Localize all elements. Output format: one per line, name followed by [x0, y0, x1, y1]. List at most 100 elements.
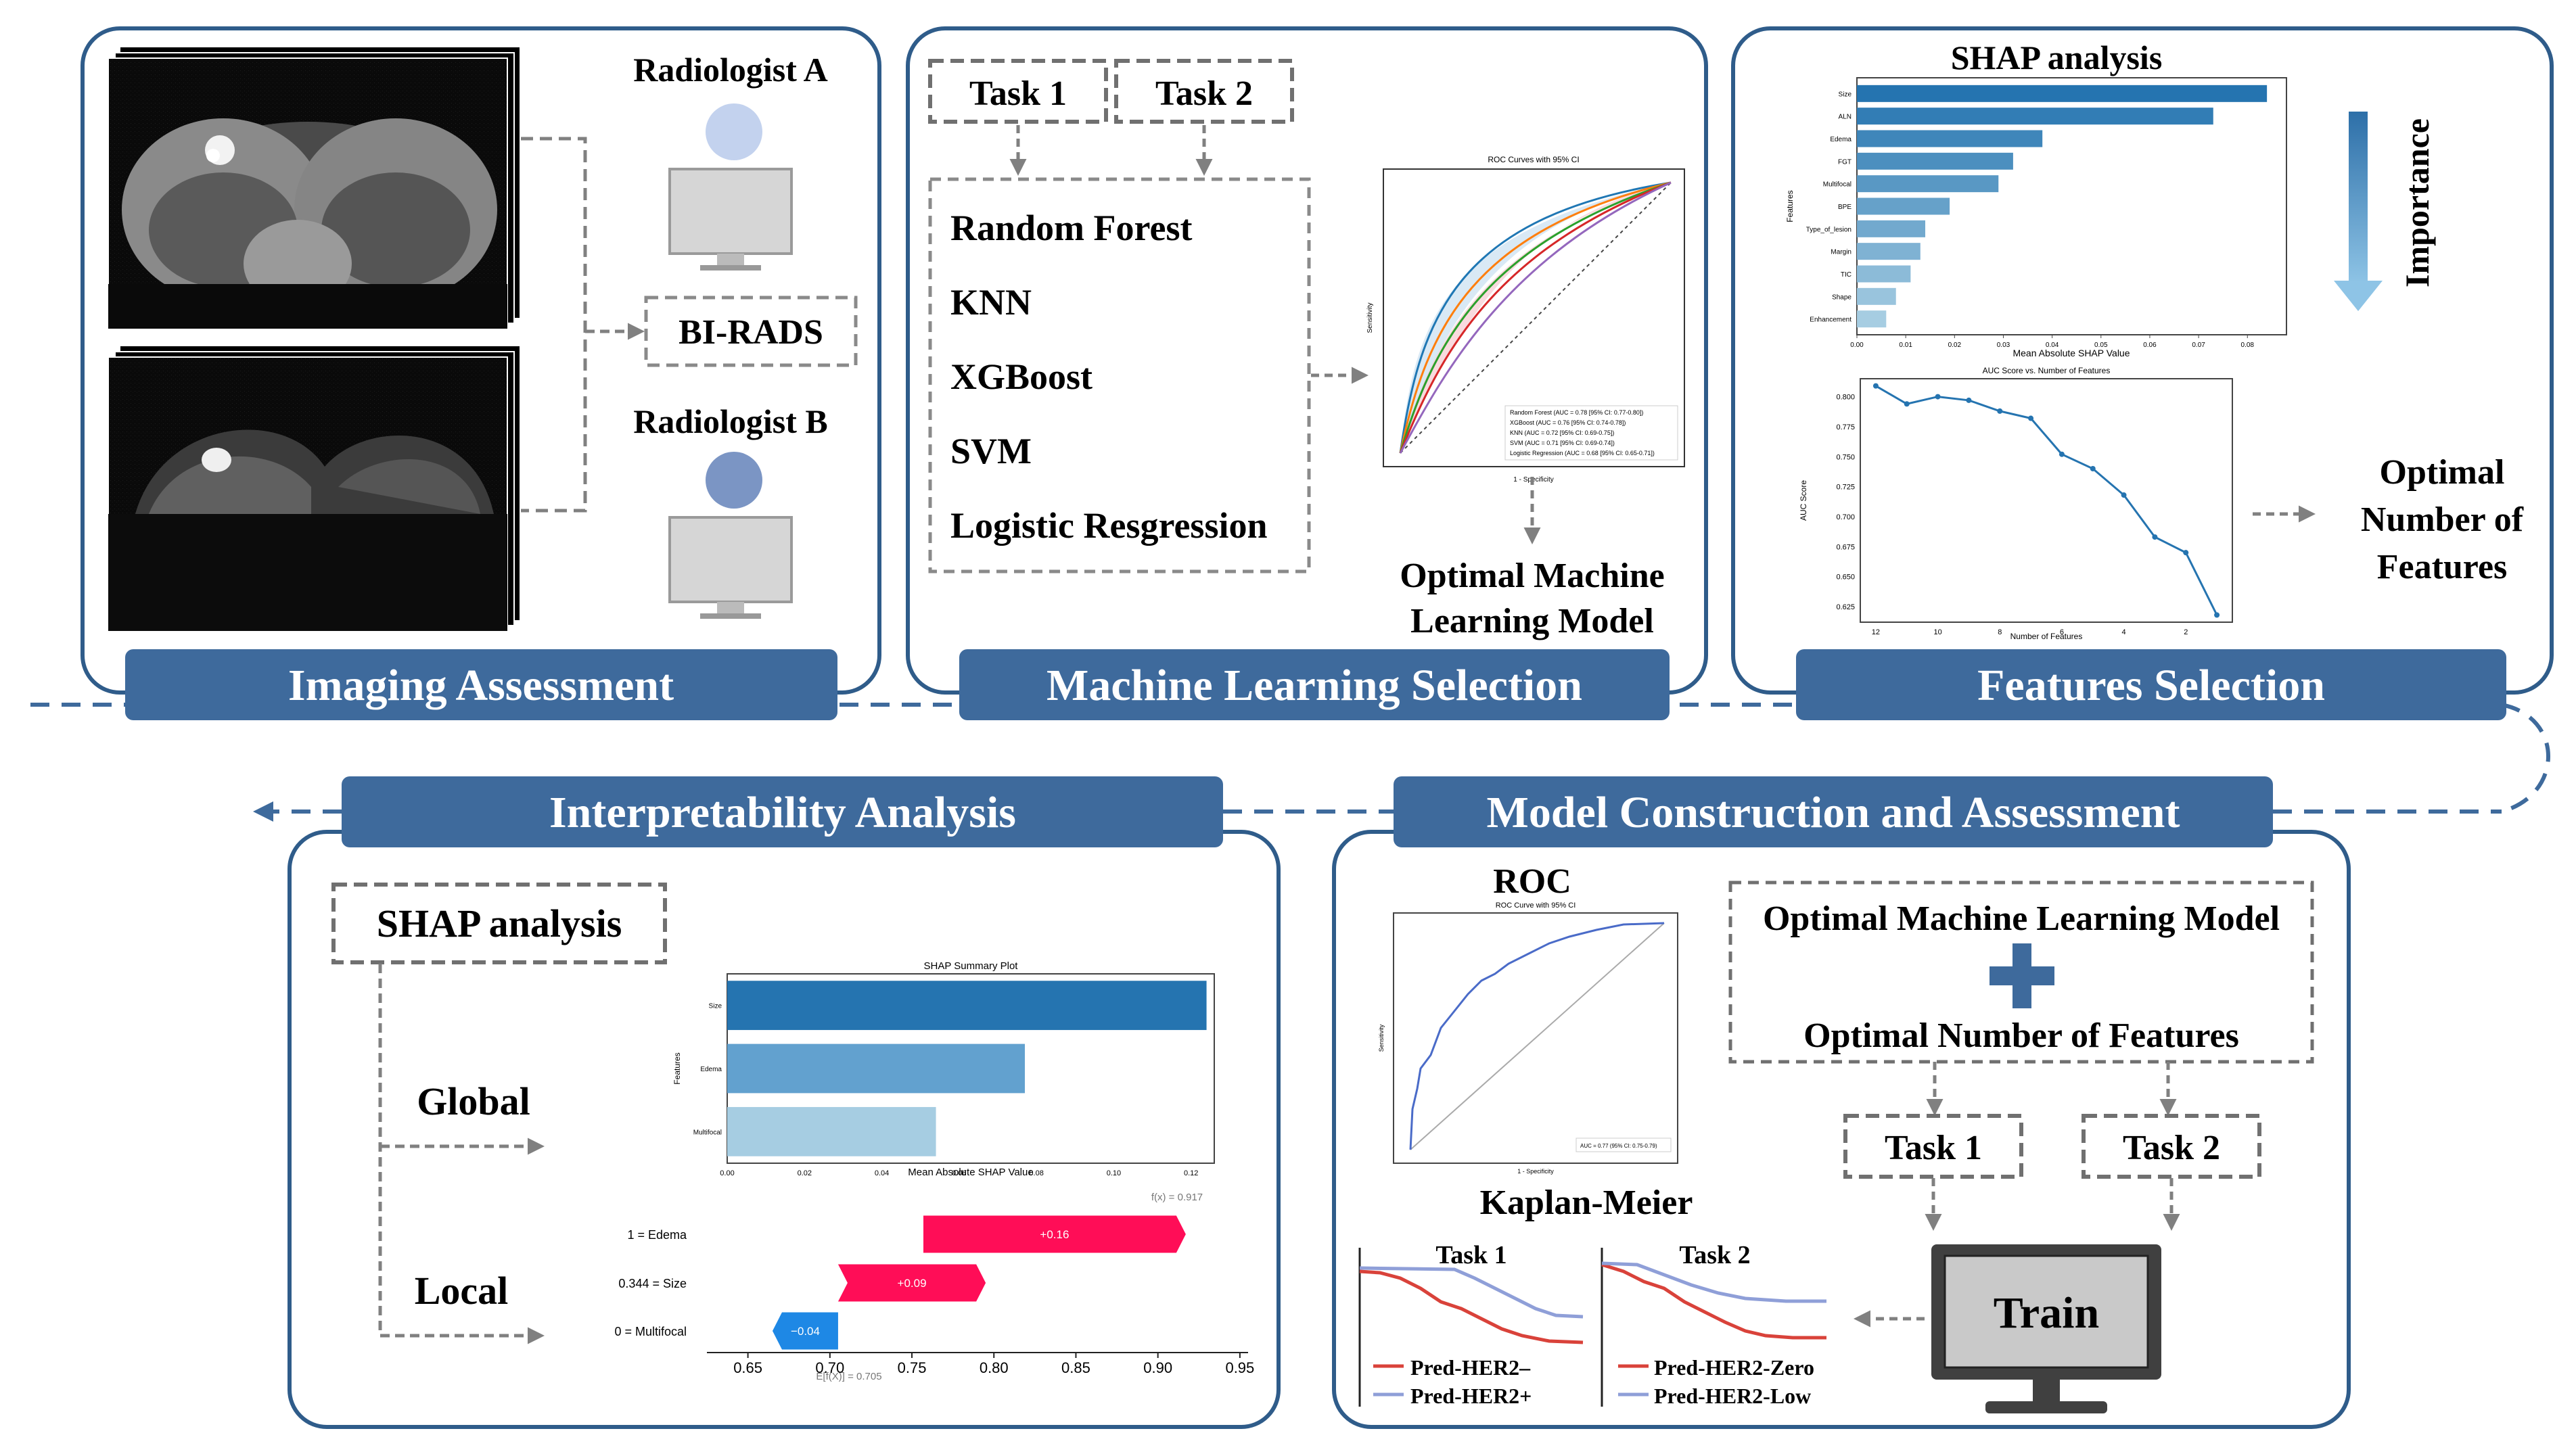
waterfall-bar-0: [923, 1215, 1186, 1253]
panel-title-features-selection: Features Selection: [1977, 661, 2325, 710]
summary-tick-2: Multifocal: [693, 1129, 722, 1136]
optimal-features-line1: Optimal: [2380, 453, 2505, 492]
task1-box: [928, 59, 1108, 124]
roc-single-xlabel: 1 - Specificity: [1517, 1168, 1554, 1175]
auc-point-8: [2121, 492, 2127, 498]
waterfall-value-1: +0.09: [898, 1277, 927, 1290]
shap-tick-8: TIC: [1841, 271, 1852, 279]
summary-xtick-2: 0.04: [875, 1169, 889, 1177]
waterfall-xtick-1: 0.70: [815, 1359, 844, 1376]
shap-tick-10: Enhancement: [1810, 316, 1852, 324]
roc-single-legend: AUC = 0.77 (95% CI: 0.75-0.79): [1580, 1143, 1657, 1149]
train-task2-label: Task 2: [2123, 1129, 2220, 1167]
waterfall-xtick-3: 0.80: [980, 1359, 1009, 1376]
roc-legend-3: SVM (AUC = 0.71 [95% CI: 0.69-0.74]): [1510, 440, 1615, 446]
summary-bar-0: [727, 981, 1207, 1031]
shap-bar-3: [1857, 152, 2013, 170]
km-task2-chart: Task 2 Pred-HER2-Zero Pred-HER2-Low: [1601, 1241, 1826, 1408]
shap-bar-8: [1857, 265, 1911, 283]
waterfall-xtick-2: 0.75: [898, 1359, 927, 1376]
shap-bar-5: [1857, 197, 1950, 215]
km-label: Kaplan-Meier: [1480, 1183, 1693, 1222]
auc-ytick-2: 0.675: [1836, 543, 1855, 551]
waterfall-xtick-6: 0.95: [1225, 1359, 1254, 1376]
waterfall-bar-2: [772, 1312, 838, 1350]
auc-ytick-7: 0.800: [1836, 394, 1855, 402]
waterfall-bar-1: [837, 1264, 986, 1302]
summary-bar-1: [727, 1043, 1025, 1094]
optimal-model-line1: Optimal Machine: [1400, 557, 1664, 595]
shap-tick-3: FGT: [1838, 158, 1852, 166]
task2-label: Task 2: [1155, 74, 1253, 113]
shap-tick-9: Shape: [1832, 294, 1852, 301]
summary-tick-0: Size: [709, 1003, 722, 1010]
train-task1-box: [1843, 1114, 2023, 1179]
waterfall-feature-2: 0 = Multifocal: [614, 1325, 687, 1338]
shap-importance-ylabel: Features: [1785, 190, 1795, 222]
summary-xtick-0: 0.00: [720, 1169, 734, 1177]
shap-xtick-5: 0.05: [2094, 342, 2108, 349]
auc-point-6: [2058, 451, 2065, 457]
waterfall-feature-0: 1 = Edema: [627, 1228, 687, 1242]
importance-label: Importance: [2398, 118, 2436, 287]
summary-bar-2: [727, 1106, 936, 1156]
shap-tick-7: Margin: [1831, 249, 1852, 256]
roc-single-title: ROC Curve with 95% CI: [1496, 901, 1576, 910]
summary-xtick-6: 0.12: [1184, 1169, 1198, 1177]
km-task2-legend-blue: Pred-HER2-Low: [1654, 1384, 1811, 1408]
auc-chart-xlabel: Number of Features: [2010, 632, 2083, 641]
shap-analysis-box: [331, 883, 667, 964]
waterfall-value-0: +0.16: [1040, 1228, 1069, 1241]
roc-multi-title: ROC Curves with 95% CI: [1488, 155, 1579, 164]
shap-tick-6: Type_of_lesion: [1806, 226, 1852, 233]
mri-image-bottom: [108, 346, 520, 632]
shap-tick-4: Multifocal: [1823, 181, 1852, 189]
auc-point-11: [2214, 612, 2220, 618]
panel-title-imaging: Imaging Assessment: [288, 661, 674, 710]
shap-tick-5: BPE: [1838, 204, 1852, 211]
shap-tick-0: Size: [1839, 91, 1852, 98]
summary-ylabel: Features: [672, 1052, 682, 1084]
radiologist-a-icon: [668, 103, 793, 271]
fx-label: f(x) = 0.917: [1151, 1192, 1203, 1203]
banner-ml-selection: [959, 649, 1670, 720]
features-shap-title: SHAP analysis: [1951, 39, 2163, 76]
auc-point-9: [2152, 534, 2158, 540]
model-logistic-regression: Logistic Resgression: [950, 505, 1268, 546]
waterfall-xtick-5: 0.90: [1143, 1359, 1172, 1376]
models-box: [928, 177, 1311, 573]
auc-ytick-1: 0.650: [1836, 573, 1855, 582]
auc-line: [1875, 385, 2218, 616]
train-task2-box: [2082, 1114, 2261, 1179]
auc-chart-title: AUC Score vs. Number of Features: [1983, 366, 2111, 375]
birads-box: [644, 296, 858, 367]
km-task1-legend-red: Pred-HER2–: [1410, 1355, 1531, 1380]
optimal-features-line2: Number of: [2361, 500, 2524, 539]
auc-vs-features-chart: AUC Score vs. Number of Features Number …: [1799, 366, 2233, 641]
roc-single-chart: ROC Curve with 95% CI AUC = 0.77 (95% CI…: [1378, 901, 1678, 1175]
panel-model-construction: Model Construction and Assessment ROC RO…: [1332, 776, 2351, 1429]
banner-features-selection: [1796, 649, 2506, 720]
roc-single-ylabel: Sensitivity: [1378, 1024, 1385, 1052]
shap-bar-4: [1857, 175, 1999, 193]
auc-xtick-3: 6: [2060, 628, 2064, 636]
shap-xtick-6: 0.06: [2143, 342, 2157, 349]
radiologist-b-label: Radiologist B: [633, 402, 828, 440]
panel-title-model-construction: Model Construction and Assessment: [1487, 788, 2180, 837]
plus-icon: [1990, 943, 2054, 1008]
shap-bar-0: [1857, 85, 2268, 102]
shap-tick-2: Edema: [1830, 136, 1852, 143]
global-label: Global: [417, 1079, 530, 1123]
shap-bar-7: [1857, 243, 1920, 260]
radiologist-b-icon: [668, 452, 793, 619]
panel-title-interpretability: Interpretability Analysis: [549, 788, 1016, 837]
auc-point-5: [2028, 415, 2034, 421]
model-svm: SVM: [950, 431, 1032, 471]
roc-legend-4: Logistic Regression (AUC = 0.68 [95% CI:…: [1510, 450, 1655, 456]
shap-bar-1: [1857, 108, 2213, 125]
model-random-forest: Random Forest: [950, 208, 1193, 248]
efx-label: E[f(X)] = 0.705: [816, 1371, 881, 1382]
panel-imaging-assessment: Radiologist A Radiologist B BI-RADS Imag…: [80, 26, 881, 720]
shap-xtick-8: 0.08: [2241, 342, 2255, 349]
